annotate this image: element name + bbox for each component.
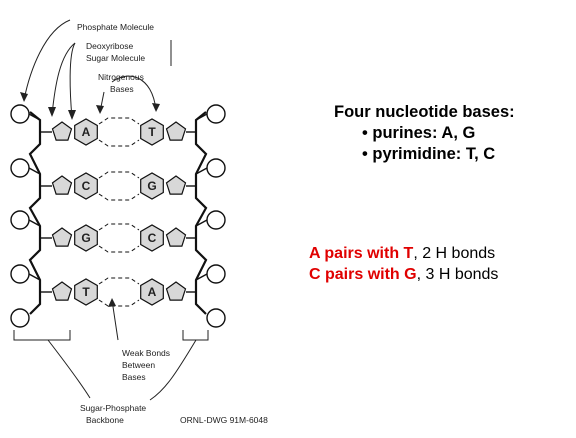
pair-cg-detail: , 3 H bonds [416, 266, 499, 283]
base-hexagon [74, 278, 98, 306]
pair-cg: C pairs with G [309, 266, 417, 283]
weak-bases-label: Bases [122, 372, 146, 382]
dna-backbone-strands [10, 104, 226, 328]
phosphate-circle [10, 264, 30, 284]
right-backbone [194, 111, 208, 315]
sugar-pentagon [165, 121, 187, 141]
weak-bonds-label: Weak Bonds [122, 348, 170, 358]
base-pairing-panel: A pairs with T, 2 H bonds C pairs with G… [309, 243, 498, 285]
base-letter-left: G [81, 231, 90, 245]
nucleotide-bases-panel: Four nucleotide bases: • purines: A, G •… [334, 102, 515, 165]
between-label: Between [122, 360, 155, 370]
base-letter-right: G [147, 179, 156, 193]
pyrimidine-text: pyrimidine: T, C [372, 145, 496, 163]
base-hexagon [140, 172, 164, 200]
phosphate-circle [206, 158, 226, 178]
phosphate-circle [206, 264, 226, 284]
pair-at: A pairs with T [309, 245, 414, 262]
phosphate-circle [206, 210, 226, 230]
base-letter-left: A [82, 125, 91, 139]
bullet: • [362, 145, 368, 163]
hydrogen-bond-lines [98, 171, 140, 201]
pairing-row-at: A pairs with T, 2 H bonds [309, 243, 498, 264]
hydrogen-bond-lines [98, 223, 140, 253]
sugar-pentagon [165, 227, 187, 247]
base-hexagon [140, 278, 164, 306]
base-letter-left: C [82, 179, 91, 193]
base-hexagon [140, 224, 164, 252]
purines-text: purines: A, G [372, 124, 476, 142]
hydrogen-bond-lines [98, 277, 140, 307]
phosphate-circle [10, 104, 30, 124]
phosphate-circle [10, 158, 30, 178]
pair-at-detail: , 2 H bonds [413, 245, 496, 262]
base-hexagon [74, 224, 98, 252]
phosphate-circle [206, 308, 226, 328]
sugar-pentagon [51, 227, 73, 247]
base-hexagon [74, 118, 98, 146]
phosphate-circle [206, 104, 226, 124]
phosphate-circle [10, 308, 30, 328]
sugar-pentagon [51, 121, 73, 141]
bullet: • [362, 124, 368, 142]
sugar-pentagon [165, 281, 187, 301]
base-letter-right: C [148, 231, 157, 245]
base-hexagon [74, 172, 98, 200]
phosphate-circle [10, 210, 30, 230]
pyrimidine-item: • pyrimidine: T, C [334, 144, 515, 165]
sugar-phosphate-label: Sugar-Phosphate [80, 403, 146, 413]
credit-label: ORNL-DWG 91M-6048 [180, 415, 268, 425]
backbone-label: Backbone [86, 415, 124, 425]
purines-item: • purines: A, G [334, 123, 515, 144]
nitrogenous-label: Nitrogenous [98, 72, 144, 82]
phosphate-molecule-label: Phosphate Molecule [77, 22, 154, 32]
base-letter-left: T [82, 285, 90, 299]
deoxyribose-label: Deoxyribose [86, 41, 134, 51]
left-backbone [28, 111, 42, 315]
base-hexagon [140, 118, 164, 146]
annotation-pointers [13, 19, 209, 401]
pointer-arrowheads [20, 92, 160, 307]
sugar-pentagon [165, 175, 187, 195]
sugar-pentagon [51, 281, 73, 301]
bases-label: Bases [110, 84, 134, 94]
base-letter-right: T [148, 125, 156, 139]
sugar-pentagon [51, 175, 73, 195]
hydrogen-bond-lines [98, 117, 140, 147]
pairing-row-cg: C pairs with G, 3 H bonds [309, 264, 498, 285]
base-letter-right: A [148, 285, 157, 299]
sugar-molecule-label: Sugar Molecule [86, 53, 145, 63]
bases-heading: Four nucleotide bases: [334, 103, 515, 121]
